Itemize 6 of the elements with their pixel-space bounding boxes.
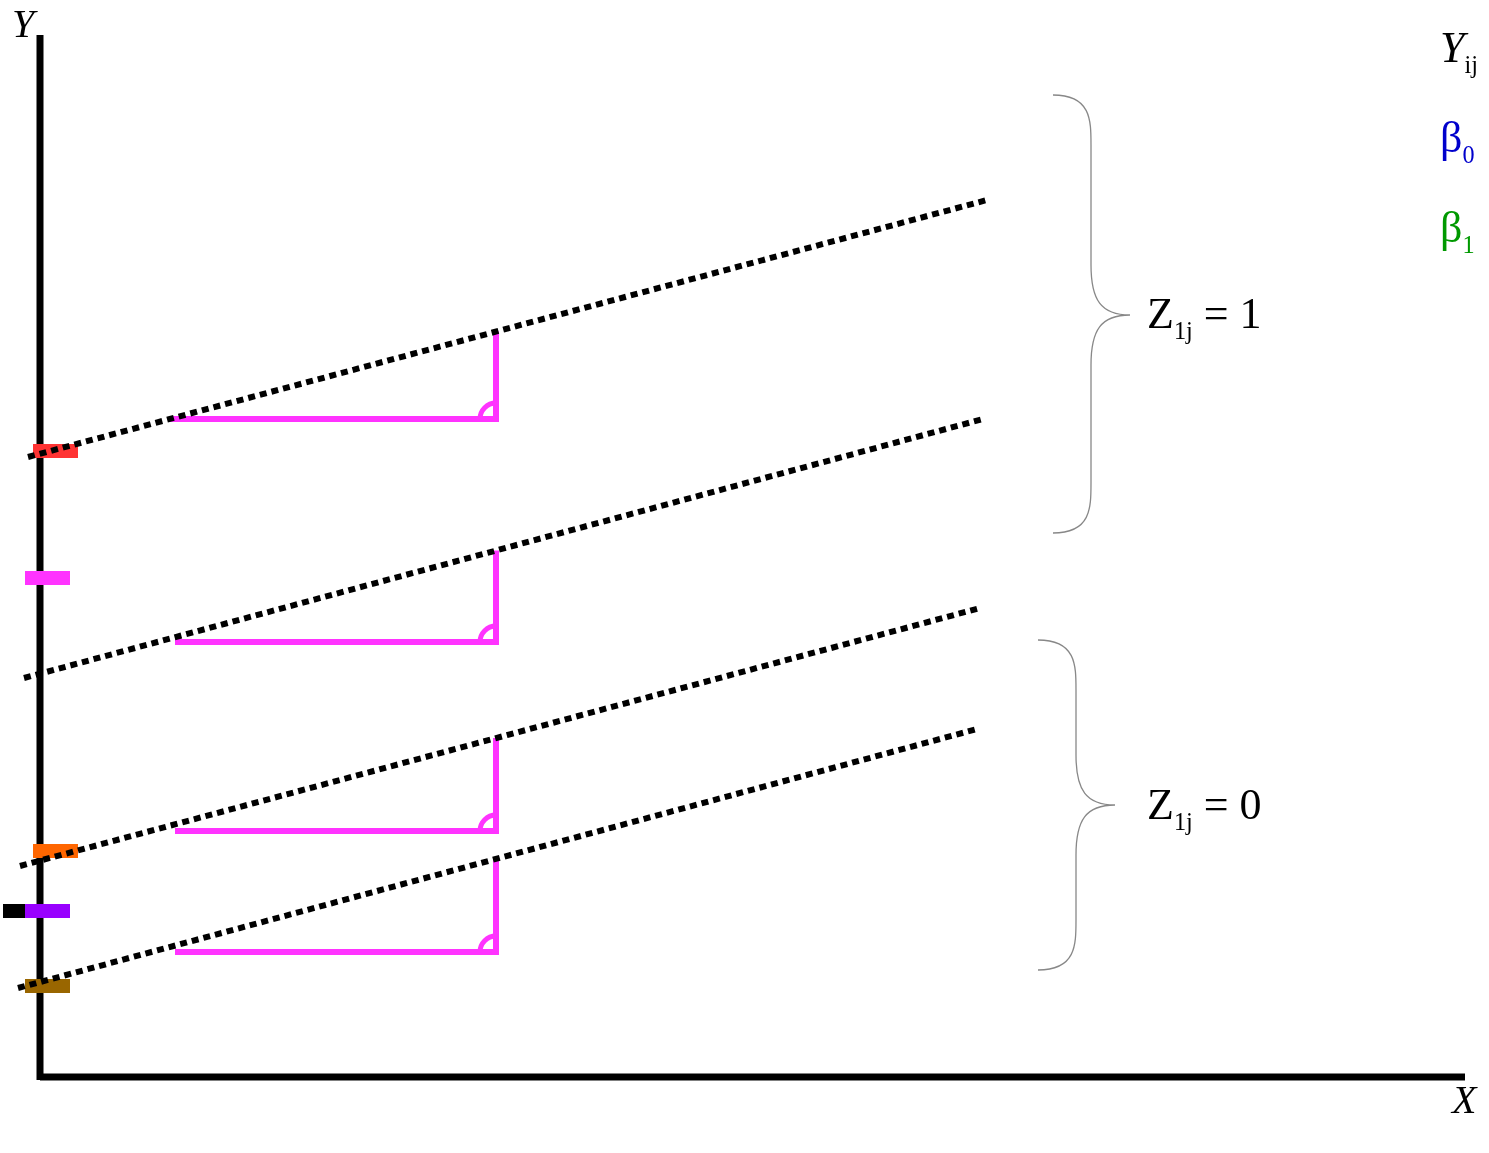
axis-label: X [1452,1080,1477,1120]
legend-term: Y$_{ij}$ [1440,26,1478,78]
group-label: Z$_{1j}$ = 0 [1147,783,1262,835]
legend-term: β$_{0}$ [1440,116,1475,168]
legend-term: β$_{1}$ [1440,206,1475,258]
group-label: Z$_{1j}$ = 1 [1147,292,1262,344]
